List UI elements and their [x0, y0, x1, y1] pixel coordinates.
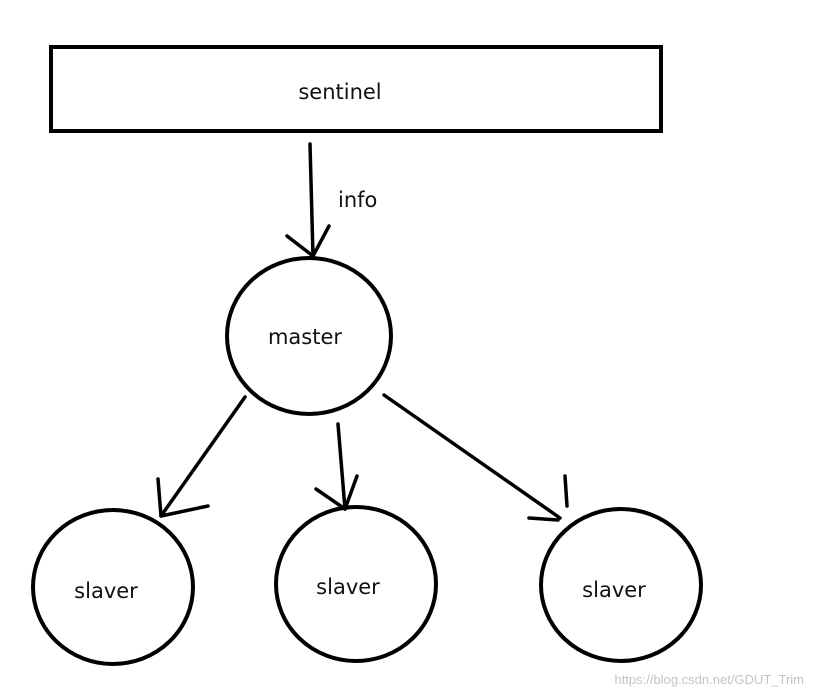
slave-label-3: slaver	[582, 578, 646, 602]
arrow-sentinel-master-shaft	[308, 142, 315, 258]
watermark-text: https://blog.csdn.net/GDUT_Trim	[614, 672, 804, 687]
arrow-master-slave2-head	[314, 474, 359, 511]
arrow-master-slave1-shaft	[159, 395, 247, 518]
slave-node-1: slaver	[31, 508, 195, 666]
sentinel-label: sentinel	[298, 80, 381, 104]
edge-sentinel-to-master: info	[285, 142, 377, 258]
arrow-master-slave1-head	[156, 477, 210, 518]
slave-circle-3	[539, 507, 703, 663]
master-node: master	[225, 256, 393, 416]
sentinel-node: sentinel	[49, 45, 663, 133]
slave-circle-2	[274, 505, 438, 663]
master-label: master	[268, 325, 342, 349]
master-circle	[225, 256, 393, 416]
arrow-sentinel-master-head	[285, 224, 331, 258]
slave-label-1: slaver	[74, 579, 138, 603]
slave-label-2: slaver	[316, 575, 380, 599]
slave-circle-1	[31, 508, 195, 666]
arrow-master-slave2-shaft	[336, 422, 347, 511]
arrow-master-slave3-shaft	[382, 393, 562, 520]
edge-master-to-slave-1	[156, 395, 247, 518]
arrow-master-slave3-head	[527, 516, 560, 522]
sentinel-box	[49, 45, 663, 133]
slave-node-3: slaver	[539, 507, 703, 663]
edge-master-to-slave-2	[314, 422, 359, 511]
edge-master-to-slave-3	[382, 393, 569, 522]
arrow-master-slave3-head-upper	[563, 474, 569, 508]
slave-node-2: slaver	[274, 505, 438, 663]
edge-label-info: info	[338, 188, 377, 212]
